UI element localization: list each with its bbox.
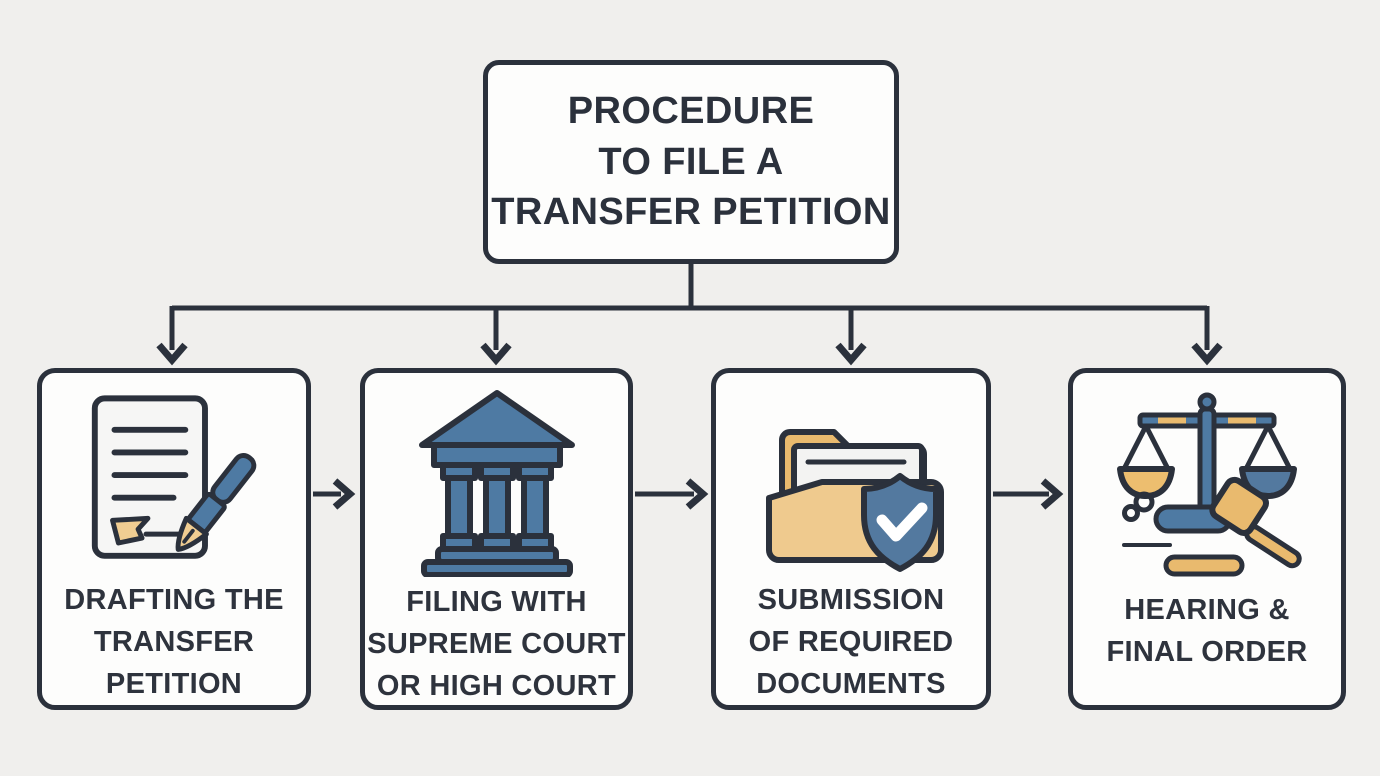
step-label: DRAFTING THE TRANSFER PETITION <box>64 583 284 700</box>
step-label: HEARING & FINAL ORDER <box>1106 594 1308 669</box>
title-box: PROCEDURE TO FILE A TRANSFER PETITION <box>483 60 899 264</box>
step-1-icon-area <box>83 387 265 575</box>
step-3-icon-area <box>754 387 949 575</box>
document-pen-icon <box>91 395 257 559</box>
step-2-icon-area <box>412 387 582 577</box>
step-label: SUBMISSION OF REQUIRED DOCUMENTS <box>748 583 954 700</box>
step-4-icon-area <box>1110 387 1305 585</box>
step-card-hearing: HEARING & FINAL ORDER <box>1068 368 1346 710</box>
step-label: FILING WITH SUPREME COURT OR HIGH COURT <box>367 586 626 703</box>
title-text: PROCEDURE TO FILE A TRANSFER PETITION <box>491 90 891 234</box>
courthouse-icon <box>418 390 575 577</box>
step-card-drafting: DRAFTING THE TRANSFER PETITION <box>37 368 311 710</box>
step-card-submission: SUBMISSION OF REQUIRED DOCUMENTS <box>711 368 991 710</box>
folder-shield-check-icon <box>765 429 944 573</box>
scales-gavel-icon <box>1116 392 1302 576</box>
step-card-filing-court: FILING WITH SUPREME COURT OR HIGH COURT <box>360 368 633 710</box>
